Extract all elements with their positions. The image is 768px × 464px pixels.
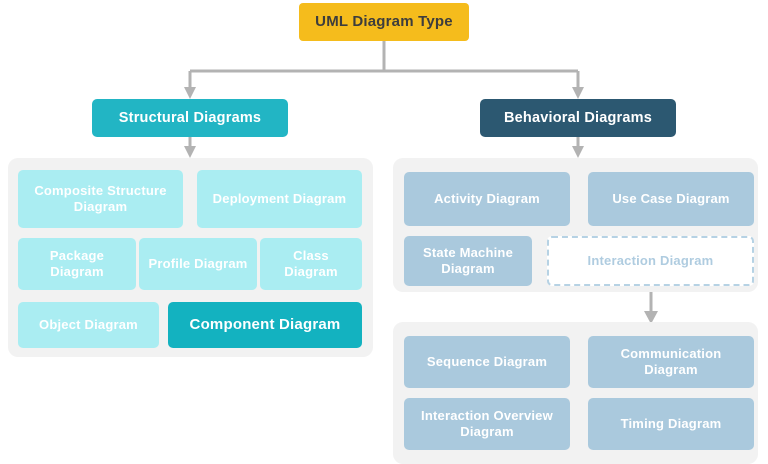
node-package-diagram[interactable]: Package Diagram <box>18 238 136 290</box>
node-interaction-diagram[interactable]: Interaction Diagram <box>547 236 754 286</box>
node-deployment-diagram[interactable]: Deployment Diagram <box>197 170 362 228</box>
node-structural-diagrams[interactable]: Structural Diagrams <box>92 99 288 137</box>
node-object-diagram[interactable]: Object Diagram <box>18 302 159 348</box>
node-use-case-diagram[interactable]: Use Case Diagram <box>588 172 754 226</box>
node-interaction-overview-diagram[interactable]: Interaction Overview Diagram <box>404 398 570 450</box>
node-composite-structure-diagram[interactable]: Composite Structure Diagram <box>18 170 183 228</box>
node-behavioral-diagrams[interactable]: Behavioral Diagrams <box>480 99 676 137</box>
node-communication-diagram[interactable]: Communication Diagram <box>588 336 754 388</box>
node-class-diagram[interactable]: Class Diagram <box>260 238 362 290</box>
node-state-machine-diagram[interactable]: State Machine Diagram <box>404 236 532 286</box>
node-uml-diagram-type[interactable]: UML Diagram Type <box>299 3 469 41</box>
node-sequence-diagram[interactable]: Sequence Diagram <box>404 336 570 388</box>
node-timing-diagram[interactable]: Timing Diagram <box>588 398 754 450</box>
node-profile-diagram[interactable]: Profile Diagram <box>139 238 257 290</box>
node-activity-diagram[interactable]: Activity Diagram <box>404 172 570 226</box>
node-component-diagram[interactable]: Component Diagram <box>168 302 362 348</box>
